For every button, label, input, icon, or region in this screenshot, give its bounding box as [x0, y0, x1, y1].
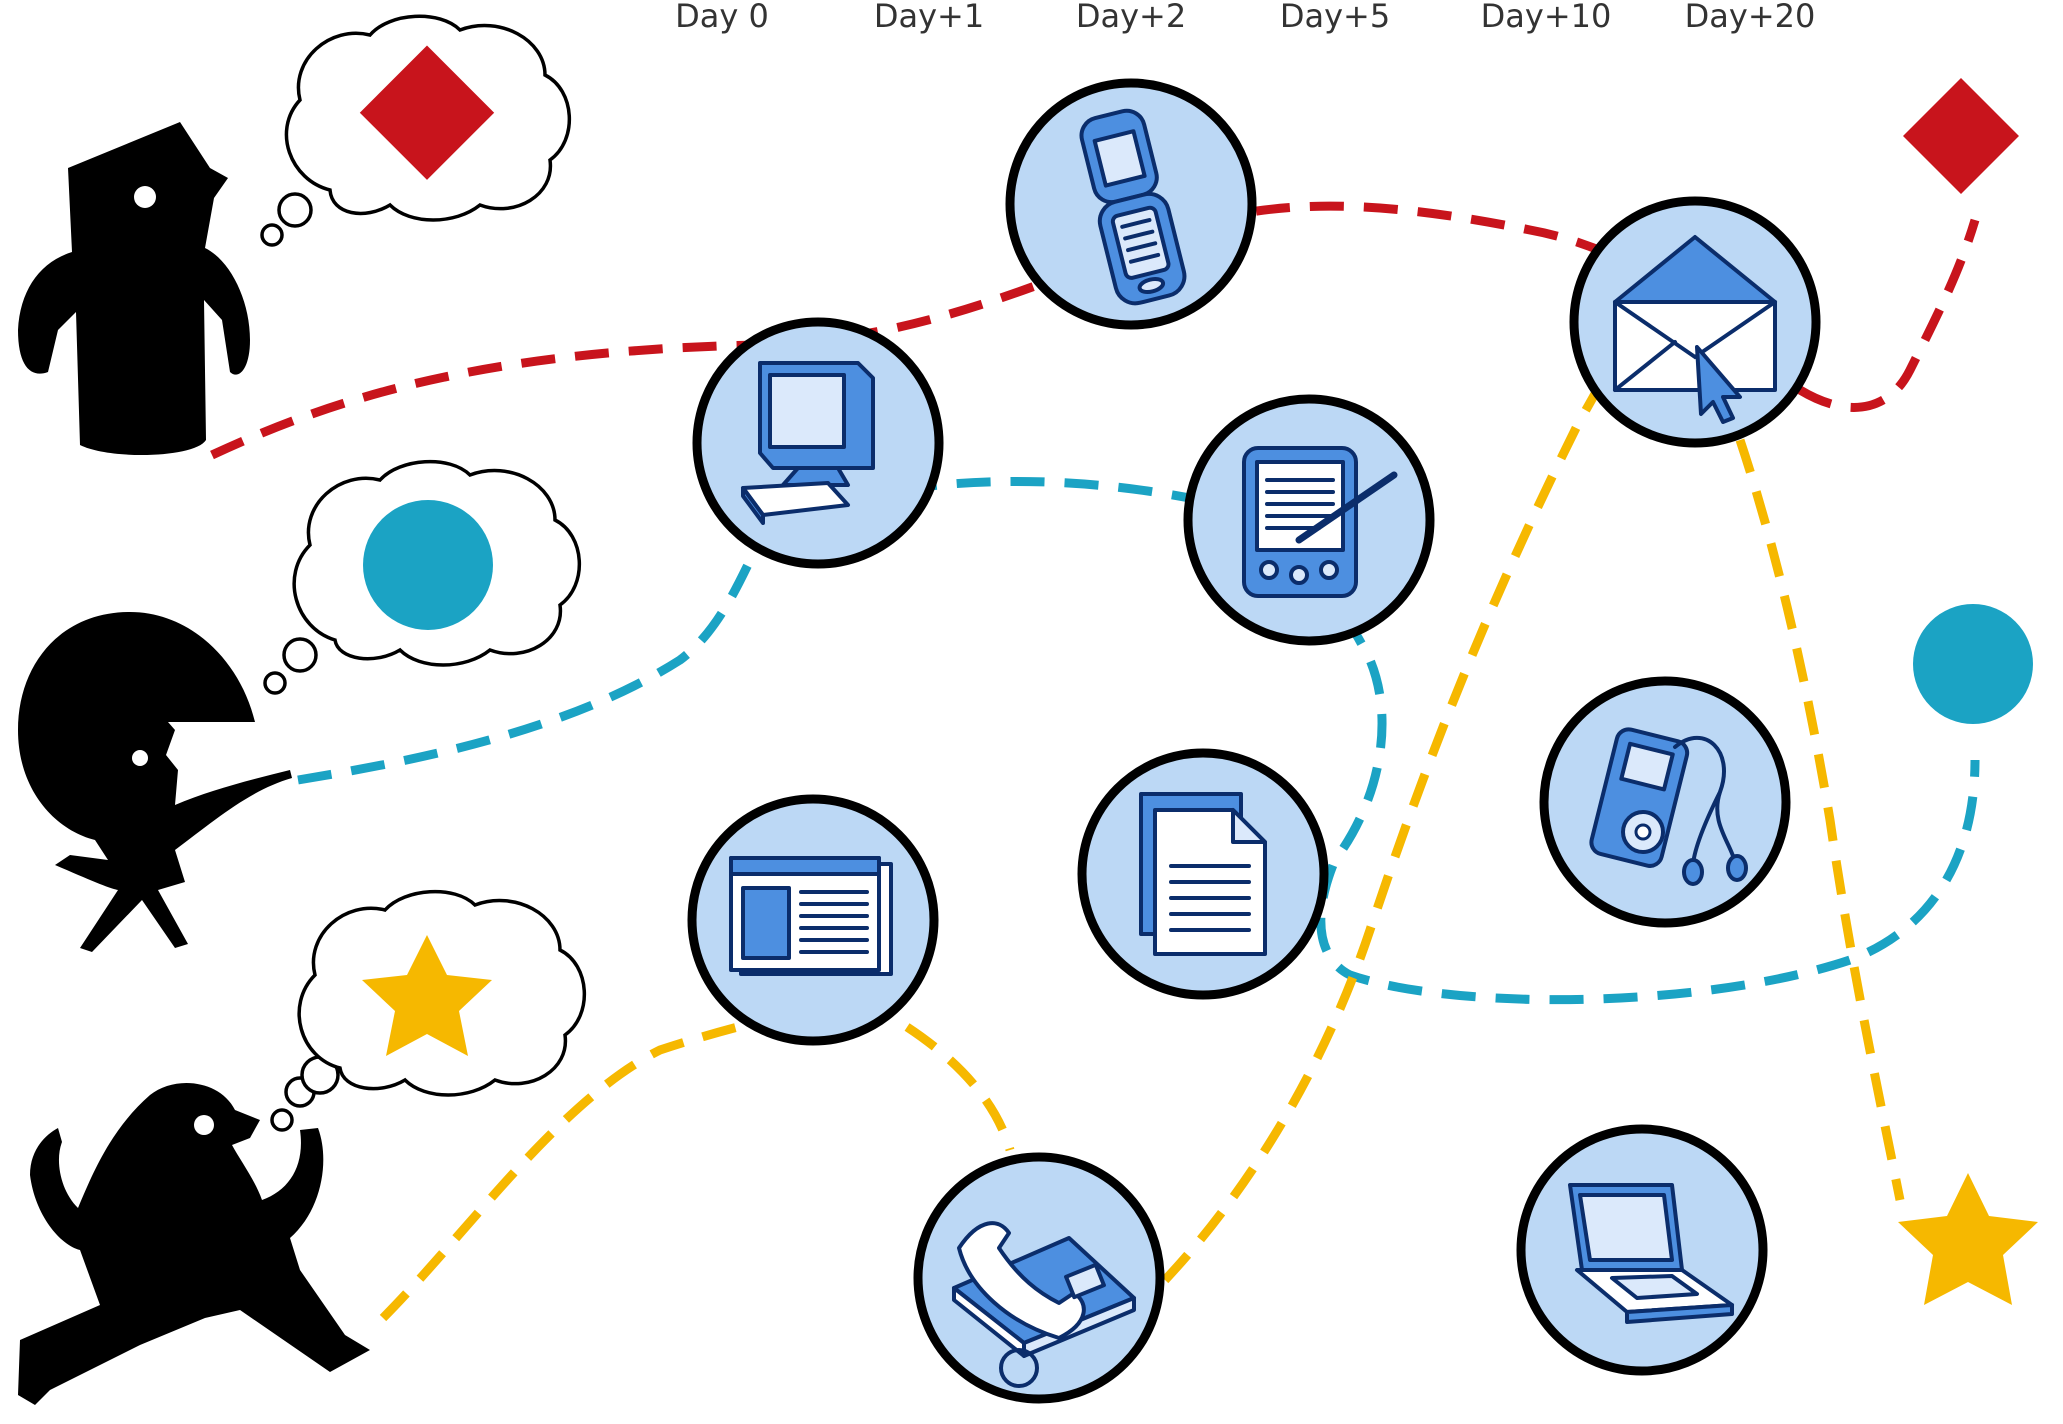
persona-top-hat — [18, 14, 572, 456]
email-icon — [1613, 235, 1777, 424]
outcome-star — [1898, 1173, 2038, 1305]
day-label-0: Day 0 — [675, 0, 769, 35]
thought-dot-small — [260, 223, 284, 247]
blue-journey-path — [297, 476, 1980, 1005]
top-hat-person-silhouette — [18, 122, 250, 456]
running-person-silhouette — [18, 1083, 370, 1405]
device-document — [1077, 748, 1329, 1000]
pda-icon — [1242, 446, 1398, 598]
day-label-1: Day+1 — [874, 0, 984, 35]
day-label-2: Day+2 — [1076, 0, 1186, 35]
mp3-player-icon — [1589, 727, 1748, 886]
device-pda — [1183, 394, 1435, 646]
day-label-3: Day+5 — [1280, 0, 1390, 35]
top-hat-person-eye — [134, 186, 156, 208]
desktop-computer-icon — [741, 361, 875, 525]
day-label-5: Day+20 — [1685, 0, 1816, 35]
laptop-icon — [1568, 1183, 1734, 1324]
thought-dot-medium — [282, 637, 318, 673]
device-desk-telephone — [913, 1152, 1165, 1404]
yellow-journey-path-c — [1735, 438, 1905, 1201]
document-icon — [1139, 792, 1267, 956]
device-mobile-phone — [1005, 78, 1257, 330]
day-label-4: Day+10 — [1481, 0, 1612, 35]
persona-helmet — [18, 459, 582, 952]
yellow-journey-path-a — [379, 995, 1015, 1322]
device-laptop — [1516, 1124, 1768, 1376]
thought-dot-medium — [277, 192, 313, 228]
thought-dot-small — [270, 1108, 294, 1132]
helmet-person-silhouette — [18, 612, 292, 952]
device-newspaper — [687, 794, 939, 1046]
device-email — [1569, 196, 1821, 448]
mobile-phone-icon — [1079, 108, 1187, 306]
timeline-header: Day 0 Day+1 Day+2 Day+5 Day+10 Day+20 — [675, 0, 1815, 35]
thought-star — [362, 935, 492, 1056]
desk-telephone-icon — [952, 1221, 1136, 1388]
outcome-diamond — [1903, 78, 2019, 194]
device-mp3-player — [1539, 676, 1791, 928]
outcome-circle — [1913, 604, 2033, 724]
persona-running — [18, 889, 587, 1405]
running-person-eye — [194, 1115, 214, 1135]
thought-circle — [363, 500, 493, 630]
helmet-person-eye — [132, 750, 148, 766]
thought-dot-small — [263, 671, 287, 695]
outcomes — [1898, 78, 2038, 1305]
device-desktop-computer — [692, 317, 944, 569]
newspaper-icon — [729, 856, 893, 976]
